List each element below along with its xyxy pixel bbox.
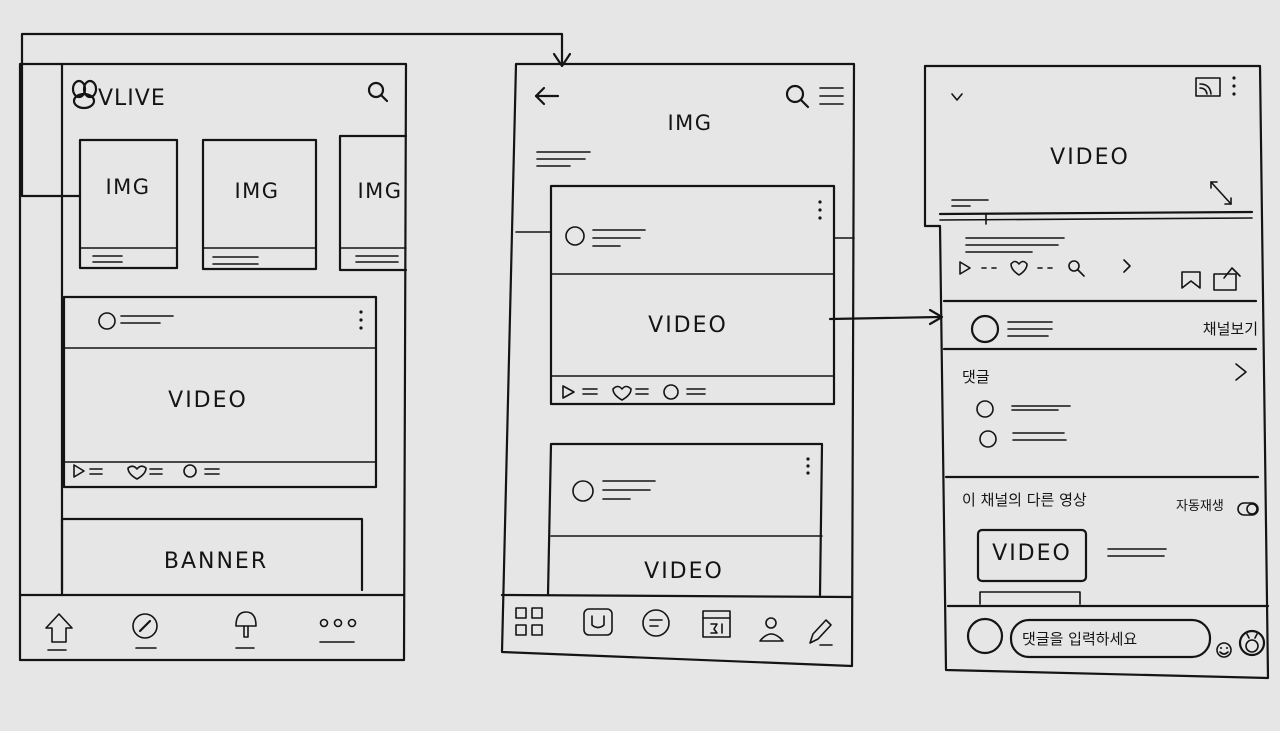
heart-icon [612, 385, 632, 401]
discover-tab-icon[interactable] [132, 613, 158, 649]
grid-tab-icon[interactable] [515, 607, 543, 636]
search-icon[interactable] [785, 84, 810, 109]
menu-icon[interactable] [819, 87, 844, 105]
more-options-icon[interactable] [359, 310, 363, 330]
channel-row[interactable]: 채널보기 [942, 314, 1258, 351]
play-icon [73, 464, 85, 478]
back-arrow-icon[interactable] [534, 86, 560, 106]
home-tab-bar [18, 593, 406, 651]
flow-arrow-home-to-channel [20, 32, 572, 198]
chevron-right-icon[interactable] [1123, 259, 1131, 273]
comment-icon [183, 464, 197, 478]
channel-video-card[interactable]: VIDEO [515, 184, 855, 406]
video-stats-row [73, 464, 220, 480]
video-card-label: VIDEO [644, 559, 724, 584]
board-tab-icon[interactable] [583, 608, 613, 636]
share-icon[interactable] [1213, 267, 1241, 291]
cast-icon[interactable] [1195, 77, 1221, 97]
heart-icon [1010, 260, 1028, 276]
share-count-icon [1068, 260, 1080, 272]
comment-input-bar: 댓글을 입력하세요 [946, 604, 1270, 659]
play-icon [959, 261, 971, 275]
logo-text: VLIVE [98, 86, 166, 111]
chevron-right-icon[interactable] [1235, 363, 1247, 381]
banner[interactable]: BANNER [60, 517, 364, 592]
more-videos-section: 이 채널의 다른 영상 자동재생 VIDEO [962, 491, 1259, 605]
flow-arrow-channel-to-player [828, 308, 944, 326]
player-phone-frame [923, 64, 1270, 680]
carousel-card[interactable]: IMG [338, 134, 408, 272]
channel-avatar [565, 226, 585, 246]
video-player[interactable]: VIDEO [938, 76, 1254, 225]
play-icon [562, 385, 575, 399]
write-tab-icon[interactable] [809, 619, 833, 646]
screen-channel: IMG VIDEO [500, 62, 856, 668]
channel-link[interactable]: 채널보기 [1203, 320, 1258, 338]
autoplay-toggle[interactable] [1237, 502, 1259, 516]
home-phone-frame [18, 62, 408, 662]
chevron-down-icon[interactable] [951, 93, 963, 101]
video-info [942, 237, 1258, 303]
autoplay-label: 자동재생 [1176, 499, 1224, 514]
channel-tab-bar [500, 593, 854, 646]
home-tab-icon[interactable] [45, 613, 73, 651]
comments-section[interactable]: 댓글 [944, 363, 1260, 479]
vlive-logo-icon [71, 79, 98, 110]
channel-video-card[interactable]: VIDEO [546, 442, 824, 597]
video-card-label: VIDEO [168, 388, 248, 413]
comment-input-placeholder: 댓글을 입력하세요 [1022, 630, 1137, 648]
more-tab-icon[interactable] [319, 618, 357, 643]
channel-phone-frame [500, 62, 856, 668]
more-videos-heading: 이 채널의 다른 영상 [962, 491, 1087, 509]
comment-avatar [976, 400, 994, 418]
more-options-icon[interactable] [1232, 76, 1236, 96]
search-icon[interactable] [367, 81, 389, 103]
comment-icon [663, 384, 679, 400]
channel-description-lines [536, 151, 591, 167]
channel-avatar [98, 312, 116, 330]
profile-tab-icon[interactable] [759, 617, 784, 642]
carousel-card[interactable]: IMG [201, 138, 318, 271]
player-label: VIDEO [1050, 145, 1130, 170]
video-stats-row [562, 384, 706, 401]
channel-avatar [970, 314, 1000, 344]
carousel-card-label: IMG [105, 175, 150, 199]
comment-input[interactable] [1009, 618, 1212, 659]
screen-home: VLIVE IMG IMG IMG [18, 62, 408, 662]
user-avatar [966, 617, 1004, 655]
chat-tab-icon[interactable] [642, 609, 670, 637]
comments-heading: 댓글 [962, 368, 990, 386]
store-tab-icon[interactable] [235, 611, 257, 649]
carousel-card-label: IMG [234, 179, 279, 203]
related-video-label: VIDEO [992, 541, 1072, 566]
fullscreen-icon[interactable] [1210, 181, 1232, 205]
emoji-icon[interactable] [1216, 642, 1232, 658]
carousel-card[interactable]: IMG [78, 138, 179, 270]
video-card[interactable]: VIDEO [62, 295, 378, 489]
comment-avatar [979, 430, 997, 448]
related-video-item[interactable]: VIDEO [976, 528, 1167, 583]
progress-bar[interactable] [939, 217, 1253, 221]
video-card-label: VIDEO [648, 313, 728, 338]
heart-icon [127, 465, 147, 480]
related-video-item[interactable] [979, 591, 1081, 605]
screen-player: VIDEO [923, 64, 1270, 680]
carousel-card-label: IMG [357, 179, 402, 203]
channel-header-image: IMG [667, 111, 712, 135]
bookmark-icon[interactable] [1181, 271, 1201, 289]
calendar-tab-icon[interactable] [702, 610, 731, 638]
more-options-icon[interactable] [806, 457, 810, 475]
channel-avatar [572, 480, 594, 502]
more-options-icon[interactable] [818, 200, 822, 220]
sticker-icon[interactable] [1238, 629, 1266, 657]
banner-label: BANNER [164, 549, 268, 574]
